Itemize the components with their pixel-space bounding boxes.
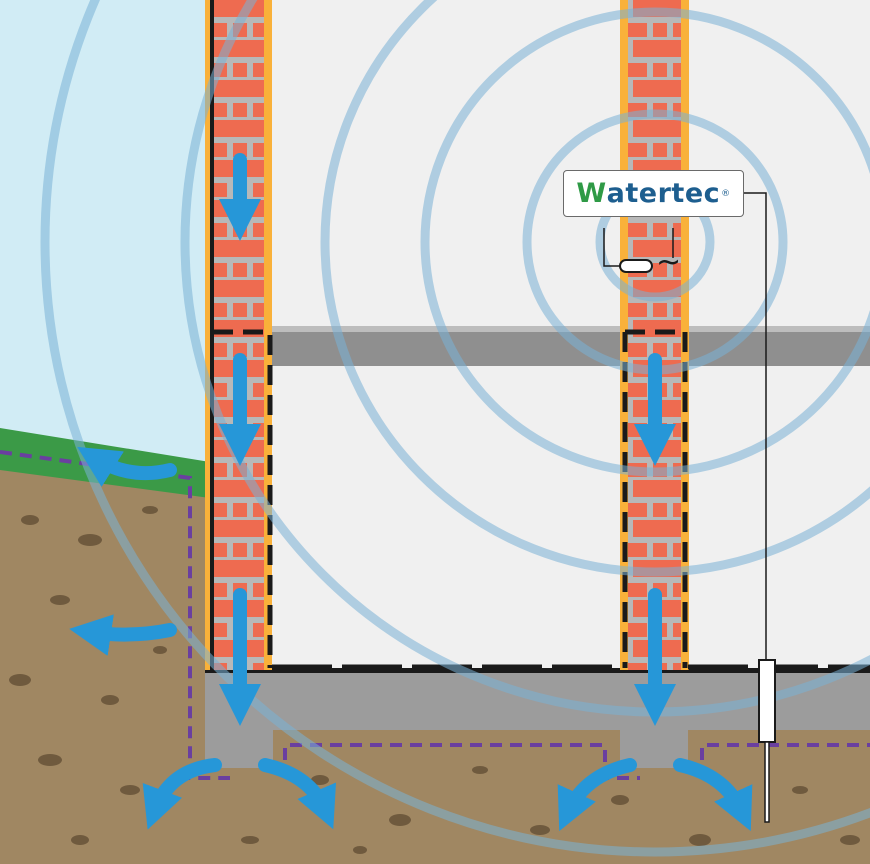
- slab-top-edge: [205, 668, 870, 673]
- right-wall-membrane: [622, 329, 688, 668]
- logo-wordmark: atertec: [606, 178, 721, 209]
- flow-arrow-icon: [258, 758, 337, 830]
- flow-arrow-icon: [142, 758, 222, 830]
- sensor-capsule-icon: [619, 259, 653, 273]
- ground-probe-icon: [758, 659, 776, 743]
- joist-top: [272, 326, 870, 332]
- flow-arrows: [69, 153, 753, 832]
- flow-arrow-icon: [77, 446, 177, 487]
- flow-arrow-icon: [557, 758, 637, 832]
- left-wall-membrane: [213, 329, 273, 668]
- purple-membrane: [0, 450, 870, 780]
- logo-initial: W: [576, 178, 607, 209]
- probe-cable: [744, 192, 767, 660]
- soil-pebbles: [9, 506, 860, 854]
- sensor-lead-left: [603, 228, 620, 267]
- left-wall-insulation-outer: [205, 0, 213, 670]
- left-brick-wall: [213, 0, 264, 670]
- signal-wave-icon: ~: [656, 245, 682, 280]
- flow-arrow-icon: [673, 758, 753, 832]
- ground-probe-rod: [764, 741, 770, 823]
- left-wall-edge: [210, 0, 214, 670]
- flow-arrow-icon: [69, 614, 177, 656]
- sky: [0, 0, 210, 480]
- logo-registered-mark: ®: [721, 188, 731, 199]
